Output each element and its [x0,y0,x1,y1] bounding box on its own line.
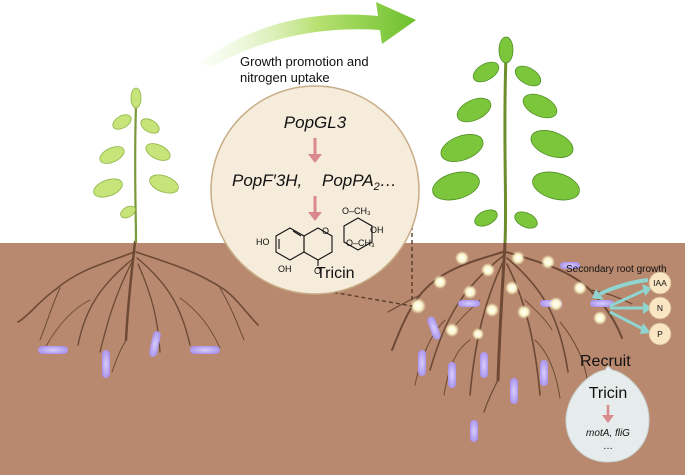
bubble-ellipsis: … [603,441,613,452]
pathway-circle [210,85,420,295]
growth-arrow [200,2,416,68]
caption-line-1: Growth promotion and [240,54,369,69]
left-plant-leaves [93,87,179,219]
svg-text:O–CH₃: O–CH₃ [342,206,371,216]
recruit-label: Recruit [580,353,631,370]
bubble-genes-label: motA, fliG [586,428,630,439]
gene-popf3h: PopF′3H, [232,171,302,190]
svg-text:O–CH₃: O–CH₃ [346,238,375,248]
right-plant-leaves [432,36,580,229]
nutrient-p: P [648,322,672,346]
gene-popgl3: PopGL3 [284,113,347,132]
svg-text:OH: OH [278,264,292,274]
svg-text:O: O [322,226,329,236]
bubble-pink-arrow [602,405,614,423]
pink-arrow-1 [308,138,322,163]
tricin-structure [275,217,373,266]
svg-text:P: P [657,329,663,339]
svg-text:OH: OH [370,225,384,235]
nutrient-n: N [648,296,672,320]
svg-text:N: N [657,303,663,313]
nutrient-iaa: IAA [648,271,672,295]
right-bacteria [418,262,614,442]
compound-tricin-label: Tricin [316,265,355,282]
tricin-exudate-dots [410,251,607,340]
gene-poppa2: PopPA2… [322,171,397,193]
tricin-structure-labels: HO OH O O O–CH₃ OH O–CH₃ [256,206,384,276]
left-bacteria [38,331,220,378]
svg-text:IAA: IAA [653,278,667,288]
left-plant-stem [134,104,138,244]
secondary-root-label: Secondary root growth [566,264,667,275]
pink-arrow-2 [308,196,322,221]
bubble-tricin-label: Tricin [589,385,628,402]
caption-line-2: nitrogen uptake [240,70,330,85]
svg-text:O: O [314,266,321,276]
teal-arrow-secondary [592,278,649,300]
svg-text:HO: HO [256,237,270,247]
right-plant-stem [503,54,508,244]
